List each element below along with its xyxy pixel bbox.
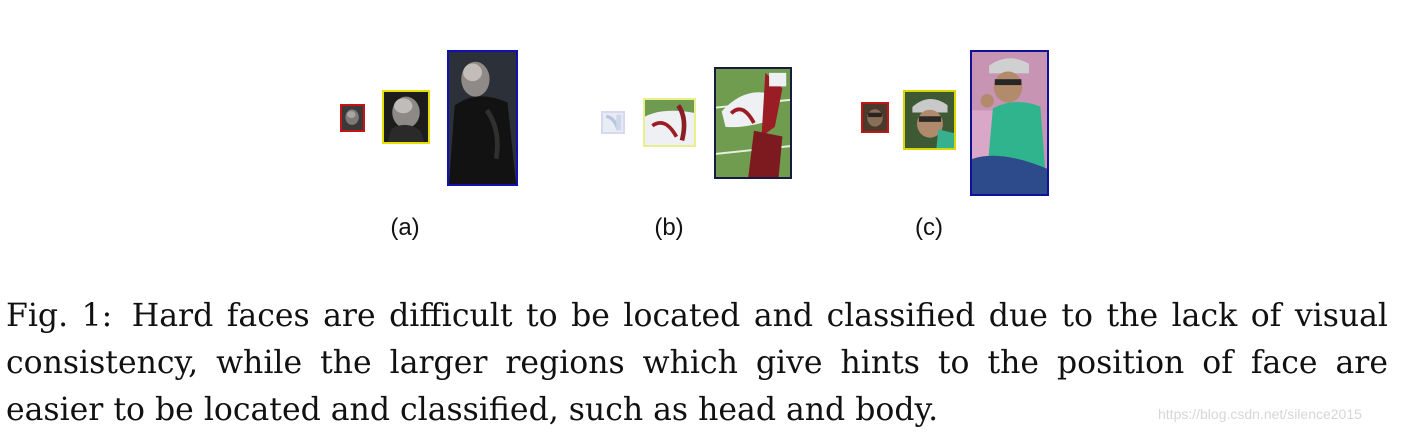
group-c-body-crop xyxy=(970,50,1049,196)
caption-text: Hard faces are difficult to be located a… xyxy=(6,298,1388,428)
group-c-face-crop xyxy=(861,102,889,133)
group-a-face-crop xyxy=(340,104,365,132)
group-a-head-crop xyxy=(382,90,430,144)
head-image xyxy=(905,92,954,148)
face-image xyxy=(863,104,887,131)
body-image xyxy=(716,69,790,177)
caption-figure-label: Fig. 1: xyxy=(6,298,113,334)
face-image xyxy=(342,106,363,130)
head-image xyxy=(384,92,428,142)
watermark: https://blog.csdn.net/silence2015 xyxy=(1158,406,1362,422)
figure-caption: Fig. 1: Hard faces are difficult to be l… xyxy=(6,293,1388,434)
face-image xyxy=(603,113,623,132)
body-image xyxy=(449,52,516,184)
group-c-head-crop xyxy=(903,90,956,150)
group-b-face-crop xyxy=(601,111,625,134)
head-image xyxy=(645,100,694,145)
group-b-head-crop xyxy=(643,98,696,147)
subfigure-label-c: (c) xyxy=(915,214,943,241)
figure-1: (a) (b) (c) xyxy=(340,50,1049,241)
subfigure-label-a: (a) xyxy=(390,214,420,241)
group-a-body-crop xyxy=(447,50,518,186)
group-b-body-crop xyxy=(714,67,792,179)
subfigure-label-b: (b) xyxy=(654,214,684,241)
body-image xyxy=(972,52,1047,194)
